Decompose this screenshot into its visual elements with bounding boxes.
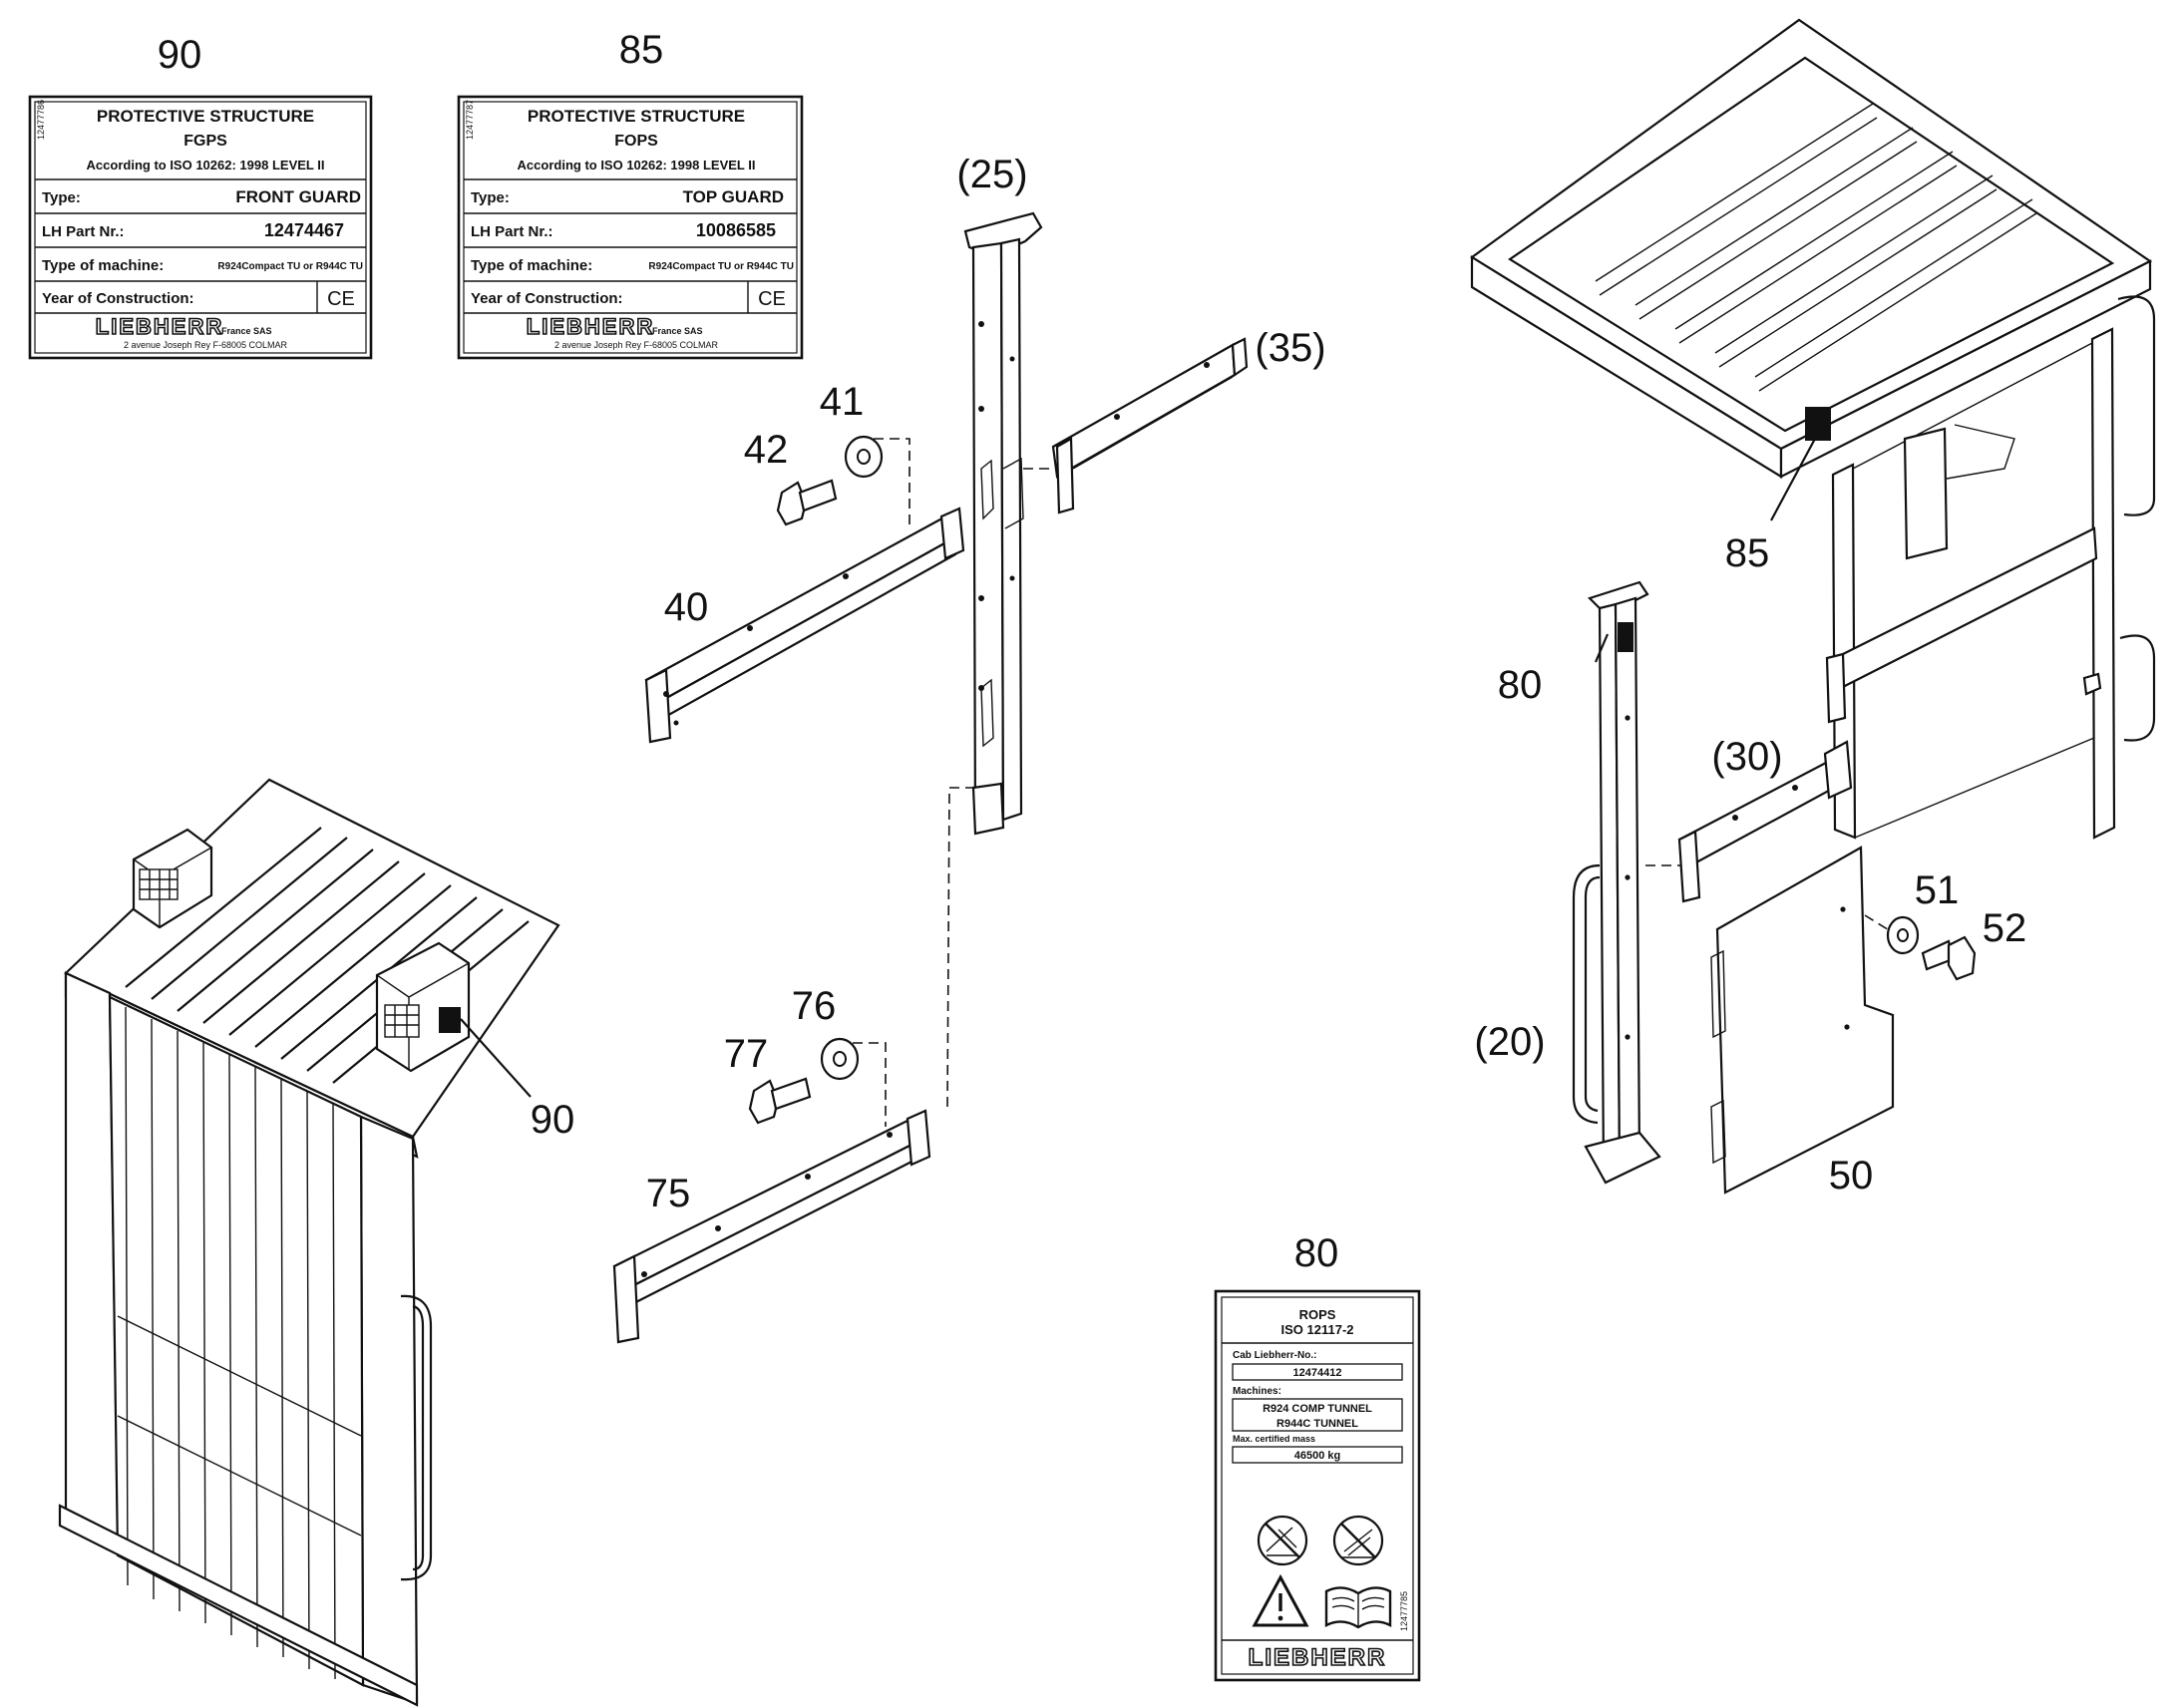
washer-76: [820, 1037, 860, 1081]
callout-80-plate: 80: [1294, 1231, 1339, 1275]
plate-85-part-label: LH Part Nr.:: [471, 223, 553, 240]
washer-41: [844, 435, 884, 479]
arm-30: [1677, 740, 1853, 903]
warning-triangle-icon: [1252, 1573, 1309, 1627]
plate-90-ce-mark: CE: [327, 288, 355, 310]
callout-90-assembly: 90: [531, 1098, 575, 1142]
plate-85-standard: According to ISO 10262: 1998 LEVEL II: [518, 158, 756, 172]
callout-77: 77: [724, 1032, 769, 1076]
bar-75: [612, 1109, 931, 1344]
callout-76: 76: [792, 984, 837, 1028]
callout-85-assembly: 85: [1725, 531, 1770, 575]
post-25: [963, 211, 1043, 836]
plate-85-title2: FOPS: [614, 133, 658, 150]
plate-85-side-code: 12477787: [465, 100, 475, 140]
washer-51: [1886, 915, 1920, 955]
arm-35: [1051, 337, 1249, 514]
plate-80-machine2: R944C TUNNEL: [1276, 1418, 1358, 1430]
plate-90-title1: PROTECTIVE STRUCTURE: [97, 107, 314, 126]
plate-80-cab-label: Cab Liebherr-No.:: [1233, 1350, 1316, 1361]
plate-85-ce-mark: CE: [758, 288, 786, 310]
callout-20: (20): [1474, 1020, 1545, 1064]
plate-90-brand-suffix: France SAS: [221, 326, 272, 336]
plate-90-part-value: 12474467: [264, 220, 344, 240]
plate-90-standard: According to ISO 10262: 1998 LEVEL II: [87, 158, 325, 172]
no-drilling-icon: [1332, 1515, 1384, 1566]
callout-30: (30): [1711, 735, 1782, 779]
bar-40: [644, 507, 965, 744]
callout-42: 42: [744, 428, 789, 472]
plate-85-machine-value: R924Compact TU or R944C TU: [648, 261, 794, 272]
callout-35: (35): [1255, 326, 1325, 370]
callout-75: 75: [646, 1172, 691, 1215]
plate-80-side-code: 12477785: [1399, 1591, 1409, 1631]
plate-90-fgps: 12477786 PROTECTIVE STRUCTURE FGPS Accor…: [28, 95, 373, 360]
callout-80-assembly: 80: [1498, 663, 1543, 707]
plate-85-part-value: 10086585: [696, 220, 776, 240]
callout-51: 51: [1915, 868, 1960, 912]
plate-90-type-value: FRONT GUARD: [235, 187, 361, 206]
plate-80-brand-logo: LIEBHERR: [1249, 1644, 1387, 1671]
plate-90-year-label: Year of Construction:: [42, 290, 194, 307]
plate-80-machine1: R924 COMP TUNNEL: [1263, 1403, 1372, 1415]
callout-85-plate: 85: [619, 28, 664, 72]
plate-90-type-label: Type:: [42, 189, 81, 206]
plate-80-title2: ISO 12117-2: [1281, 1322, 1354, 1337]
panel-50: [1710, 846, 1895, 1195]
plate-85-year-label: Year of Construction:: [471, 290, 623, 307]
callout-52: 52: [1983, 906, 2027, 950]
plate-90-title2: FGPS: [183, 133, 227, 150]
plate-80-rops: ROPS ISO 12117-2 Cab Liebherr-No.: 12474…: [1214, 1289, 1421, 1682]
plate-90-machine-label: Type of machine:: [42, 257, 164, 274]
plate-90-side-code: 12477786: [36, 100, 46, 140]
bolt-77: [748, 1077, 812, 1125]
callout-25: (25): [956, 153, 1027, 196]
plate-80-mass-label: Max. certified mass: [1233, 1434, 1315, 1444]
plate-90-address: 2 avenue Joseph Rey F-68005 COLMAR: [124, 340, 288, 350]
front-guard-90: [58, 778, 560, 1707]
callout-41: 41: [820, 380, 865, 424]
plate-90-part-label: LH Part Nr.:: [42, 223, 125, 240]
plate-85-machine-label: Type of machine:: [471, 257, 592, 274]
plate-85-brand-logo: LIEBHERR: [527, 314, 654, 339]
plate-85-fops: 12477787 PROTECTIVE STRUCTURE FOPS Accor…: [457, 95, 804, 360]
bolt-52: [1921, 935, 1977, 981]
lamp-grid: [139, 868, 179, 900]
plate-85-type-label: Type:: [471, 189, 510, 206]
plate-80-mass-value: 46500 kg: [1294, 1450, 1340, 1462]
callout-50: 50: [1829, 1154, 1874, 1197]
no-welding-icon: [1257, 1515, 1308, 1566]
plate-90-machine-value: R924Compact TU or R944C TU: [217, 261, 363, 272]
bolt-42: [776, 479, 838, 526]
plate-80-title1: ROPS: [1299, 1307, 1336, 1322]
plate-90-brand-logo: LIEBHERR: [96, 314, 223, 339]
plate-80-cab-value: 12474412: [1293, 1367, 1342, 1379]
callout-40: 40: [664, 585, 709, 629]
plate-85-title1: PROTECTIVE STRUCTURE: [528, 107, 745, 126]
plate-85-address: 2 avenue Joseph Rey F-68005 COLMAR: [554, 340, 719, 350]
plate-80-machines-label: Machines:: [1233, 1386, 1281, 1397]
plate-85-brand-suffix: France SAS: [652, 326, 703, 336]
manual-book-icon: [1324, 1586, 1392, 1629]
side-post-20: [1572, 580, 1661, 1185]
plate-85-type-value: TOP GUARD: [683, 187, 784, 206]
callout-90-plate: 90: [158, 33, 202, 77]
top-guard-85: [1470, 18, 2156, 840]
